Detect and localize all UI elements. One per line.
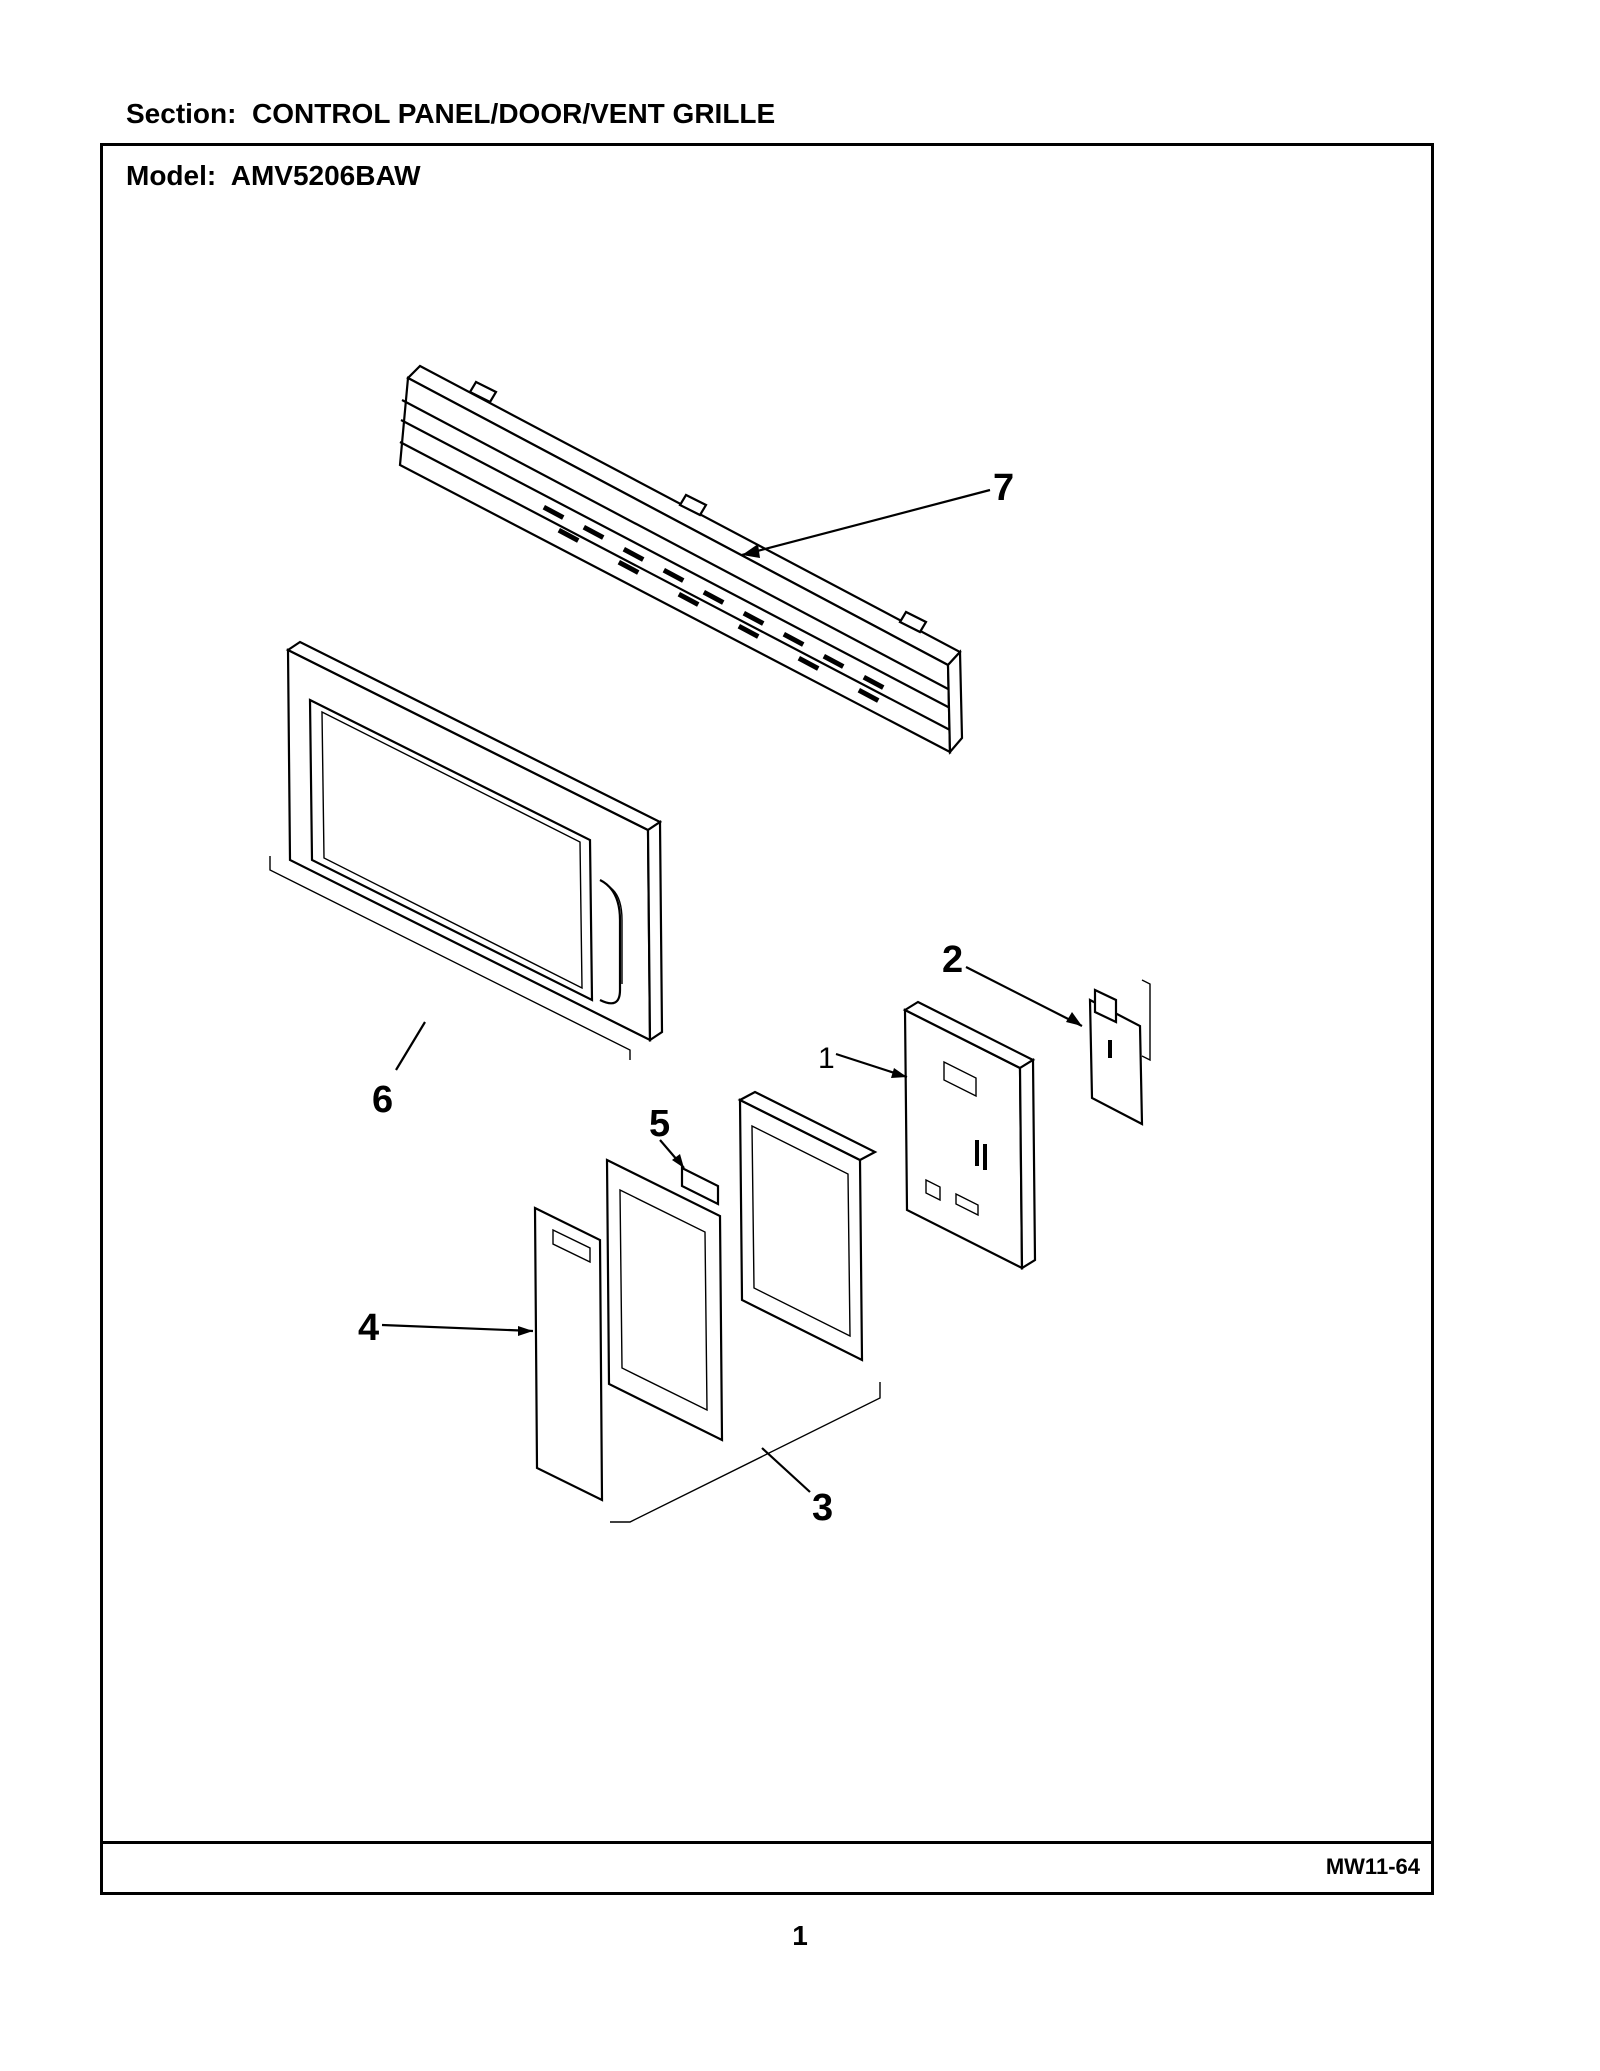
callout-7: 7 (993, 467, 1014, 509)
door-assembly-part (269, 640, 664, 1060)
callout-6: 6 (372, 1079, 393, 1121)
footer-divider (100, 1841, 1434, 1844)
callout-2: 2 (942, 939, 963, 981)
control-panel-frame-part (533, 1090, 881, 1523)
callout-4: 4 (358, 1307, 379, 1349)
page-number: 1 (792, 1920, 808, 1951)
control-board-part (1088, 979, 1151, 1126)
page-code: MW11-64 (1325, 1854, 1420, 1879)
vent-grille-part (398, 364, 964, 755)
diagram-frame (100, 143, 1434, 1895)
control-board-cover-part (902, 1000, 1037, 1270)
callout-1: 1 (818, 1042, 835, 1075)
section-title: Section: CONTROL PANEL/DOOR/VENT GRILLE (126, 98, 776, 129)
leader-lines (381, 488, 1083, 1493)
callout-5: 5 (649, 1103, 670, 1145)
model-title: Model: AMV5206BAW (126, 160, 421, 191)
callout-3: 3 (812, 1487, 833, 1529)
